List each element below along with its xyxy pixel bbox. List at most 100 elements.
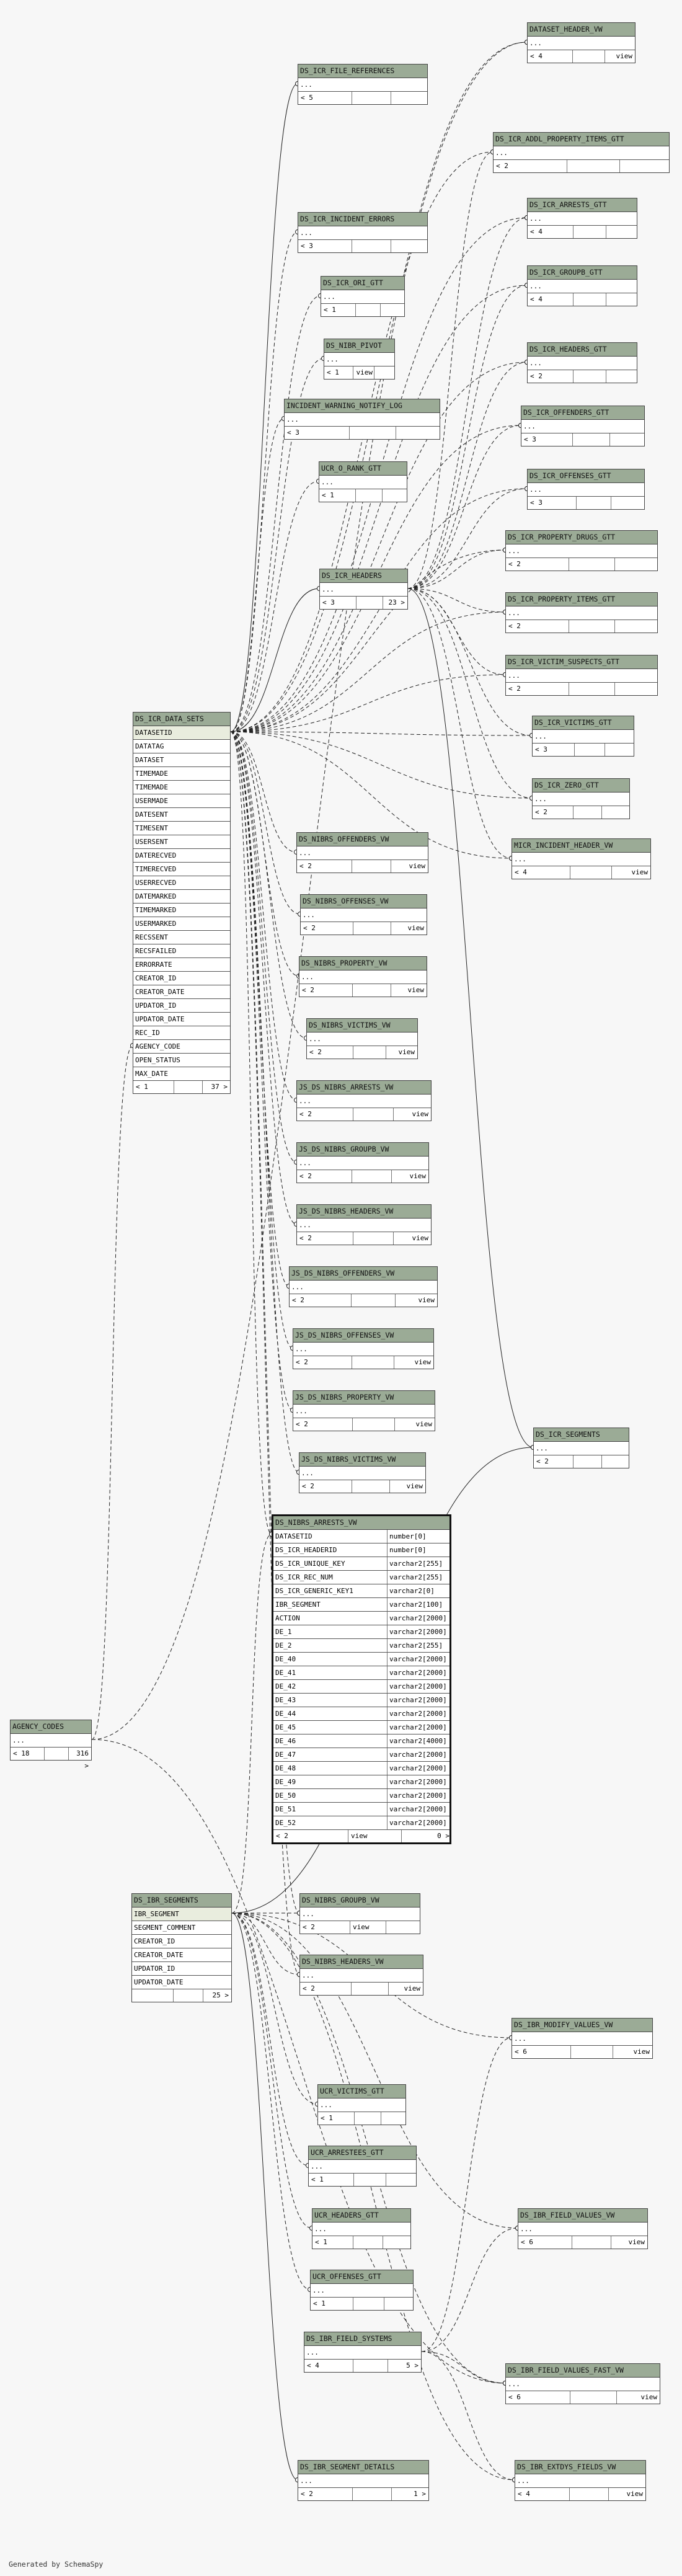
table-title[interactable]: DS_ICR_VICTIM_SUSPECTS_GTT bbox=[506, 655, 657, 669]
table-title[interactable]: DS_NIBRS_PROPERTY_VW bbox=[299, 957, 427, 970]
table-title[interactable]: DS_ICR_ARRESTS_GTT bbox=[528, 198, 637, 212]
table-title[interactable]: DS_IBR_FIELD_VALUES_FAST_VW bbox=[506, 2364, 660, 2378]
table-title[interactable]: DS_NIBR_PIVOT bbox=[324, 339, 394, 353]
table-title[interactable]: DS_IBR_FIELD_SYSTEMS bbox=[304, 2332, 421, 2346]
table-ds-icr-incident-errors[interactable]: DS_ICR_INCIDENT_ERRORS...< 3 bbox=[298, 212, 428, 253]
table-title[interactable]: DS_ICR_HEADERS bbox=[320, 569, 407, 583]
table-ds-icr-victim-suspects-gtt[interactable]: DS_ICR_VICTIM_SUSPECTS_GTT...< 2 bbox=[505, 655, 658, 696]
table-title[interactable]: DS_ICR_SEGMENTS bbox=[534, 1428, 629, 1442]
table-title[interactable]: DS_IBR_MODIFY_VALUES_VW bbox=[512, 2019, 652, 2032]
table-title[interactable]: UCR_ARRESTEES_GTT bbox=[309, 2146, 416, 2160]
table-title[interactable]: DS_ICR_VICTIMS_GTT bbox=[533, 716, 634, 730]
table-ucr-headers-gtt[interactable]: UCR_HEADERS_GTT...< 1 bbox=[312, 2208, 411, 2249]
table-incident-warning-notify-log[interactable]: INCIDENT_WARNING_NOTIFY_LOG...< 3 bbox=[284, 399, 440, 440]
table-ds-icr-addl-property-items-gtt[interactable]: DS_ICR_ADDL_PROPERTY_ITEMS_GTT...< 2 bbox=[493, 132, 670, 173]
table-title[interactable]: DS_ICR_GROUPB_GTT bbox=[528, 266, 637, 280]
table-ds-icr-victims-gtt[interactable]: DS_ICR_VICTIMS_GTT...< 3 bbox=[532, 716, 634, 757]
table-title[interactable]: DS_ICR_OFFENDERS_GTT bbox=[521, 406, 644, 420]
table-title[interactable]: JS_DS_NIBRS_VICTIMS_VW bbox=[299, 1453, 425, 1467]
table-title[interactable]: DS_ICR_INCIDENT_ERRORS bbox=[298, 213, 427, 226]
table-title[interactable]: MICR_INCIDENT_HEADER_VW bbox=[512, 839, 650, 853]
relationship-line bbox=[230, 731, 293, 1349]
table-title[interactable]: UCR_VICTIMS_GTT bbox=[318, 2085, 405, 2099]
table-ds-icr-ori-gtt[interactable]: DS_ICR_ORI_GTT...< 1 bbox=[321, 276, 405, 317]
table-title[interactable]: DS_NIBRS_OFFENDERS_VW bbox=[297, 833, 428, 846]
table-ds-icr-file-references[interactable]: DS_ICR_FILE_REFERENCES...< 5 bbox=[298, 64, 428, 105]
table-title[interactable]: UCR_HEADERS_GTT bbox=[312, 2209, 410, 2223]
table-title[interactable]: DS_IBR_SEGMENTS bbox=[132, 1894, 231, 1908]
table-ucr-arrestees-gtt[interactable]: UCR_ARRESTEES_GTT...< 1 bbox=[308, 2146, 417, 2187]
table-ds-icr-arrests-gtt[interactable]: DS_ICR_ARRESTS_GTT...< 4 bbox=[527, 198, 637, 239]
table-title[interactable]: DS_ICR_HEADERS_GTT bbox=[528, 343, 637, 357]
table-title[interactable]: JS_DS_NIBRS_ARRESTS_VW bbox=[297, 1081, 431, 1095]
table-title[interactable]: DS_ICR_FILE_REFERENCES bbox=[298, 64, 427, 78]
table-title[interactable]: INCIDENT_WARNING_NOTIFY_LOG bbox=[285, 399, 440, 413]
table-ucr-victims-gtt[interactable]: UCR_VICTIMS_GTT...< 1 bbox=[317, 2084, 406, 2125]
table-title[interactable]: DS_ICR_DATA_SETS bbox=[133, 713, 230, 726]
table-title[interactable]: DS_NIBRS_VICTIMS_VW bbox=[307, 1019, 417, 1033]
table-title[interactable]: DS_NIBRS_HEADERS_VW bbox=[300, 1955, 423, 1969]
table-ds-icr-offenders-gtt[interactable]: DS_ICR_OFFENDERS_GTT...< 3 bbox=[521, 406, 645, 446]
table-title[interactable]: DS_NIBRS_GROUPB_VW bbox=[300, 1894, 420, 1908]
table-title[interactable]: DATASET_HEADER_VW bbox=[528, 23, 635, 37]
table-title[interactable]: DS_ICR_ZERO_GTT bbox=[533, 779, 629, 793]
table-title[interactable]: UCR_O_RANK_GTT bbox=[319, 462, 407, 476]
table-title[interactable]: JS_DS_NIBRS_PROPERTY_VW bbox=[293, 1391, 435, 1405]
table-ucr-o-rank-gtt[interactable]: UCR_O_RANK_GTT...< 1 bbox=[319, 461, 407, 502]
table-ds-icr-zero-gtt[interactable]: DS_ICR_ZERO_GTT...< 2 bbox=[532, 778, 630, 819]
table-title[interactable]: JS_DS_NIBRS_HEADERS_VW bbox=[297, 1205, 431, 1219]
table-title[interactable]: DS_NIBRS_OFFENSES_VW bbox=[301, 895, 427, 908]
column-row: ... bbox=[285, 413, 440, 427]
table-ds-icr-offenses-gtt[interactable]: DS_ICR_OFFENSES_GTT...< 3 bbox=[527, 469, 645, 510]
table-ds-icr-groupb-gtt[interactable]: DS_ICR_GROUPB_GTT...< 4 bbox=[527, 265, 637, 306]
table-ucr-offenses-gtt[interactable]: UCR_OFFENSES_GTT...< 1 bbox=[310, 2270, 414, 2311]
table-title[interactable]: DS_ICR_PROPERTY_ITEMS_GTT bbox=[506, 593, 657, 606]
table-title[interactable]: JS_DS_NIBRS_OFFENDERS_VW bbox=[290, 1267, 437, 1281]
table-title[interactable]: JS_DS_NIBRS_GROUPB_VW bbox=[297, 1143, 428, 1157]
table-title[interactable]: DS_IBR_FIELD_VALUES_VW bbox=[518, 2209, 647, 2223]
table-title[interactable]: DS_ICR_PROPERTY_DRUGS_GTT bbox=[506, 531, 657, 544]
table-ds-icr-segments[interactable]: DS_ICR_SEGMENTS...< 2 bbox=[533, 1428, 629, 1468]
table-title[interactable]: DS_ICR_ADDL_PROPERTY_ITEMS_GTT bbox=[494, 133, 669, 146]
table-title[interactable]: DS_IBR_SEGMENT_DETAILS bbox=[298, 2461, 428, 2474]
table-ds-icr-headers-gtt[interactable]: DS_ICR_HEADERS_GTT...< 2 bbox=[527, 342, 637, 383]
table-ds-icr-property-items-gtt[interactable]: DS_ICR_PROPERTY_ITEMS_GTT...< 2 bbox=[505, 592, 658, 633]
table-title[interactable]: DS_NIBRS_ARRESTS_VW bbox=[273, 1516, 450, 1530]
table-title[interactable]: DS_ICR_OFFENSES_GTT bbox=[528, 469, 644, 483]
table-ds-icr-property-drugs-gtt[interactable]: DS_ICR_PROPERTY_DRUGS_GTT...< 2 bbox=[505, 530, 658, 571]
column-name: ... bbox=[303, 911, 315, 919]
table-title[interactable]: UCR_OFFENSES_GTT bbox=[311, 2270, 413, 2284]
table-title[interactable]: DS_IBR_EXTDYS_FIELDS_VW bbox=[515, 2461, 645, 2474]
table-title[interactable]: DS_ICR_ORI_GTT bbox=[321, 277, 404, 290]
table-title[interactable]: JS_DS_NIBRS_OFFENSES_VW bbox=[293, 1329, 433, 1343]
table-title[interactable]: AGENCY_CODES bbox=[11, 1720, 91, 1734]
